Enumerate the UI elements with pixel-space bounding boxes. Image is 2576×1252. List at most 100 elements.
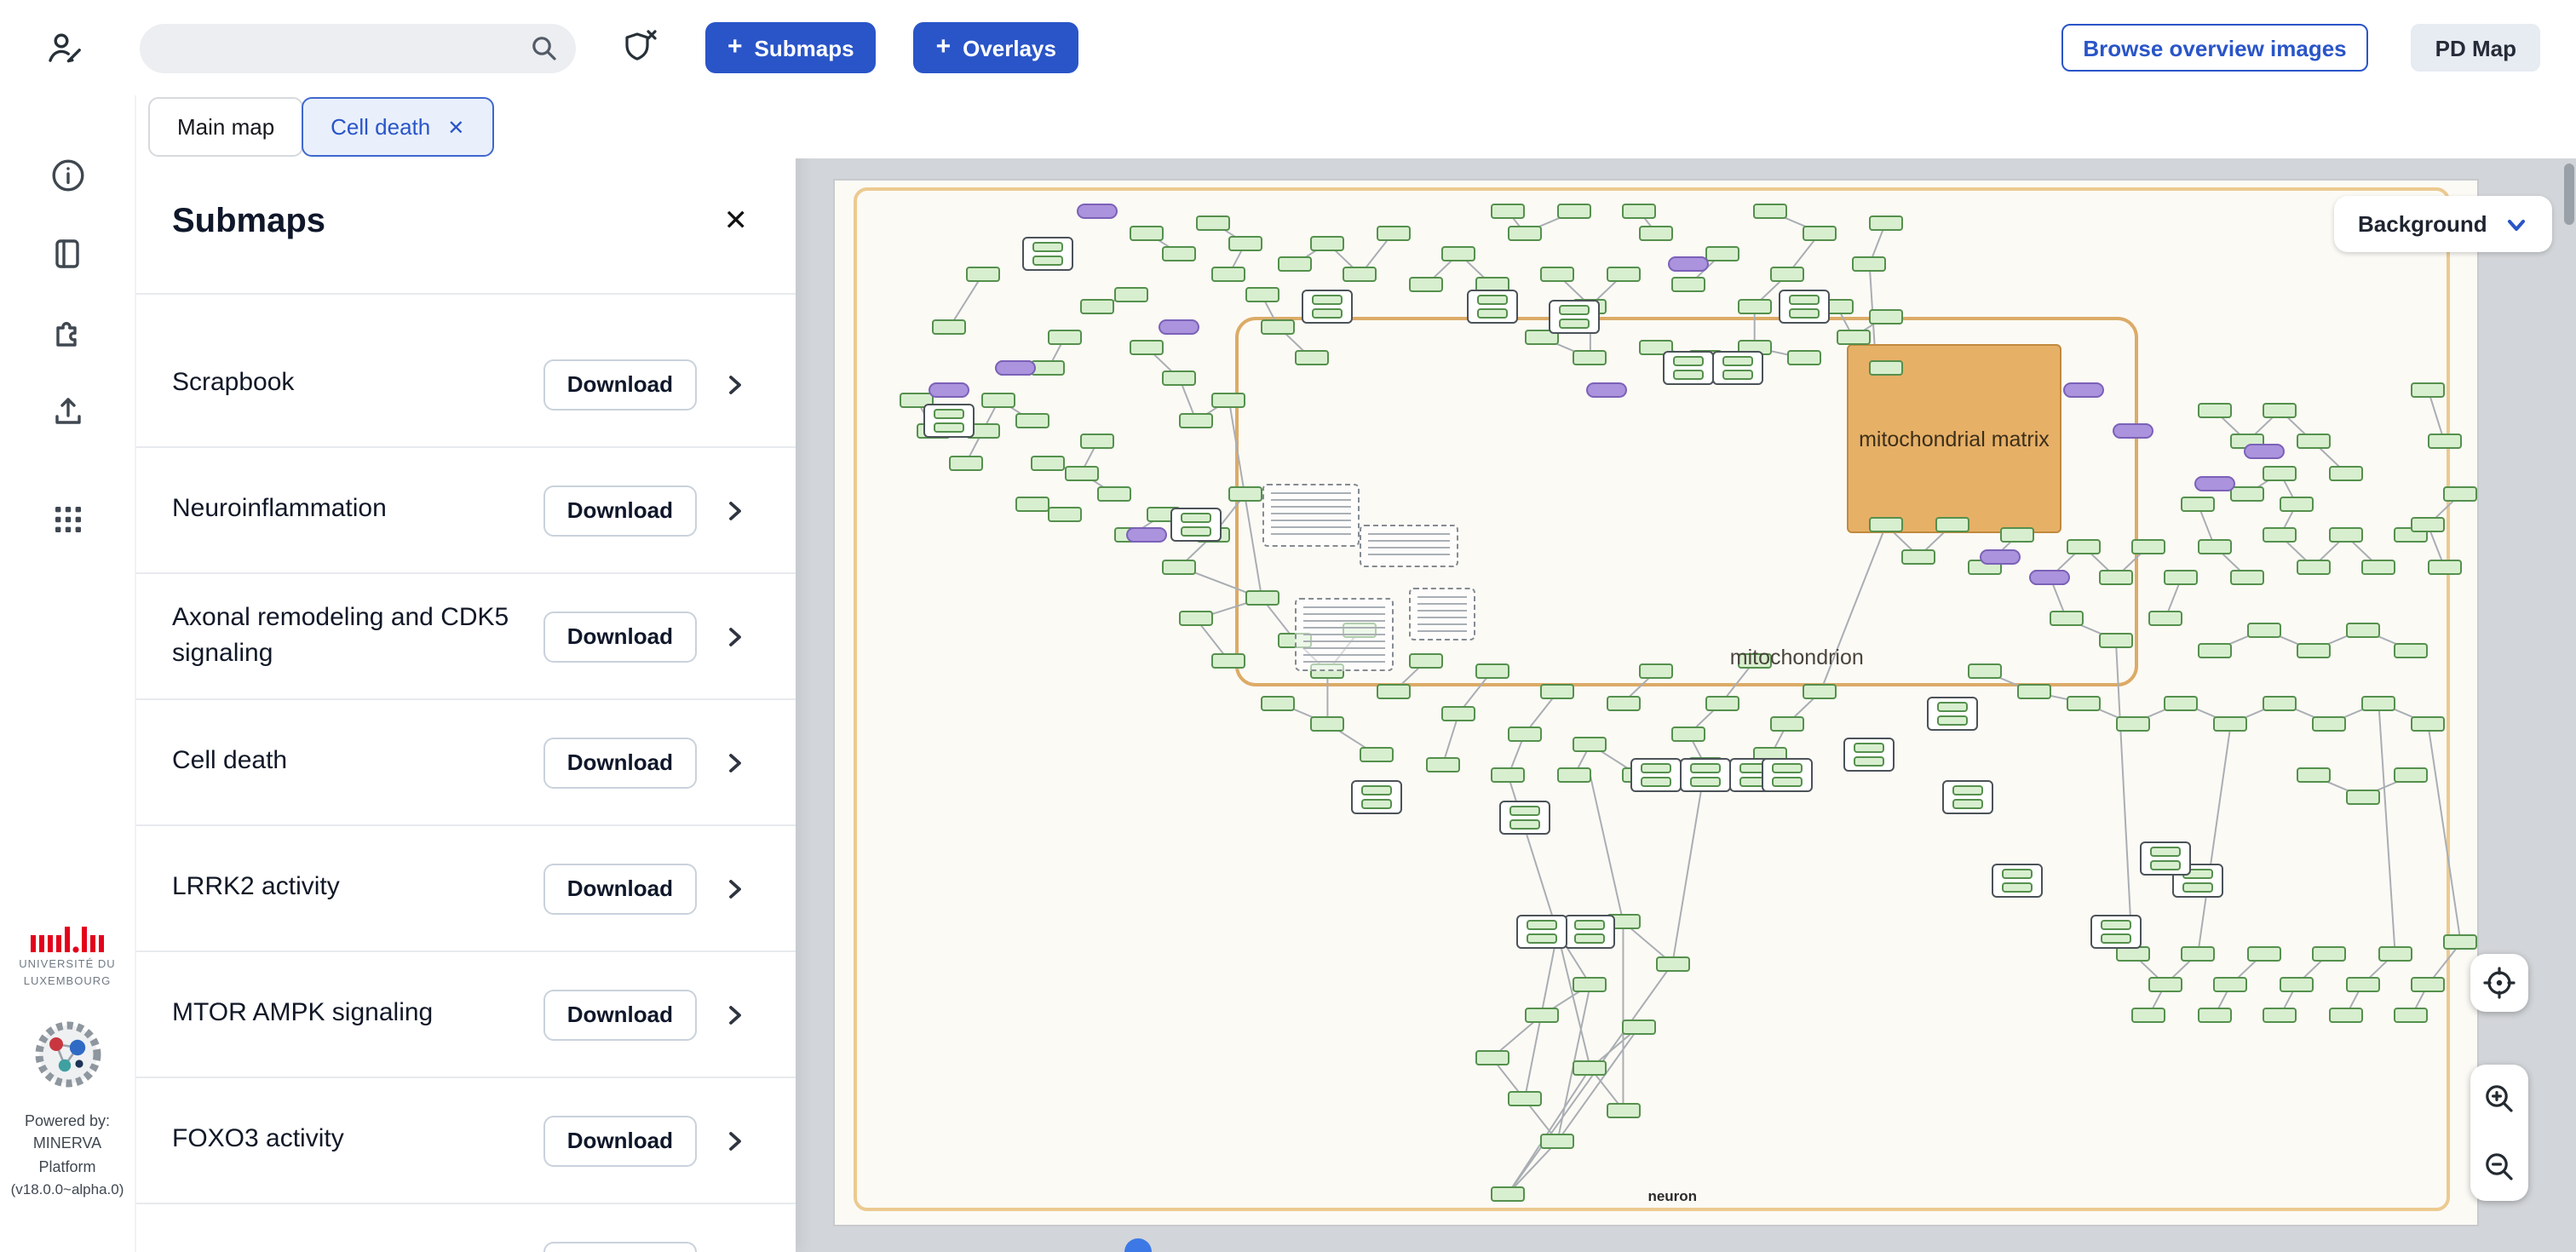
scrollbar-thumb[interactable] [2564, 164, 2574, 225]
species-node[interactable] [1671, 277, 1706, 293]
search-input[interactable] [140, 23, 576, 72]
complex-node[interactable] [1778, 289, 1830, 324]
species-node[interactable] [1015, 497, 1049, 513]
species-node[interactable] [1475, 663, 1509, 680]
species-node[interactable] [1162, 245, 1197, 261]
species-node[interactable] [2443, 934, 2478, 950]
complex-node[interactable] [1515, 915, 1567, 950]
species-node[interactable] [1310, 235, 1345, 251]
species-node[interactable] [1195, 215, 1230, 231]
plugins-button[interactable] [33, 298, 101, 366]
rna-node[interactable] [2062, 382, 2104, 398]
species-node[interactable] [1211, 392, 1246, 408]
species-node[interactable] [1310, 715, 1345, 732]
chevron-right-icon[interactable] [721, 497, 748, 524]
species-node[interactable] [2197, 642, 2232, 658]
species-node[interactable] [2427, 434, 2462, 450]
species-node[interactable] [2050, 611, 2084, 627]
species-node[interactable] [1047, 329, 1082, 345]
species-node[interactable] [1639, 225, 1673, 241]
species-node[interactable] [1409, 652, 1444, 669]
rna-node[interactable] [1586, 382, 1628, 398]
species-node[interactable] [1622, 1019, 1657, 1035]
background-dropdown[interactable]: Background [2334, 196, 2552, 252]
complex-node[interactable] [2090, 915, 2142, 950]
species-node[interactable] [1047, 507, 1082, 523]
species-node[interactable] [1376, 225, 1411, 241]
species-node[interactable] [2361, 695, 2396, 710]
species-node[interactable] [2230, 485, 2265, 502]
species-node[interactable] [1606, 695, 1641, 710]
species-node[interactable] [2345, 977, 2380, 992]
species-node[interactable] [1935, 517, 1969, 533]
complex-node[interactable] [1564, 915, 1616, 950]
species-node[interactable] [2066, 695, 2101, 710]
species-node[interactable] [1179, 412, 1214, 428]
species-node[interactable] [1540, 1133, 1575, 1149]
rna-node[interactable] [2029, 569, 2071, 585]
species-node[interactable] [1671, 726, 1706, 742]
species-node[interactable] [1803, 225, 1837, 241]
species-node[interactable] [2131, 1008, 2166, 1024]
species-node[interactable] [2181, 945, 2216, 962]
rna-node[interactable] [2194, 475, 2235, 491]
species-node[interactable] [1622, 204, 1657, 220]
species-node[interactable] [1475, 1049, 1509, 1065]
species-node[interactable] [2279, 497, 2314, 513]
species-node[interactable] [1524, 1008, 1559, 1024]
complex-node[interactable] [1992, 863, 2044, 898]
species-node[interactable] [2263, 402, 2297, 418]
overlays-button[interactable]: + Overlays [913, 22, 1078, 73]
species-node[interactable] [2427, 559, 2462, 575]
species-node[interactable] [1031, 455, 1066, 470]
species-node[interactable] [1770, 715, 1805, 732]
species-node[interactable] [1639, 340, 1673, 356]
species-node[interactable] [1540, 684, 1575, 700]
species-node[interactable] [2328, 1008, 2363, 1024]
species-node[interactable] [1705, 245, 1739, 261]
rna-node[interactable] [929, 382, 970, 398]
species-node[interactable] [2066, 538, 2101, 554]
legend-button[interactable] [33, 220, 101, 288]
tab-cell-death[interactable]: Cell death ✕ [302, 97, 494, 157]
species-node[interactable] [2230, 569, 2265, 585]
species-node[interactable] [1261, 319, 1296, 335]
species-node[interactable] [1228, 485, 1262, 502]
species-node[interactable] [2328, 465, 2363, 481]
privacy-shield-button[interactable] [613, 22, 664, 73]
species-node[interactable] [1409, 277, 1444, 293]
species-node[interactable] [2312, 715, 2347, 732]
species-node[interactable] [965, 267, 1000, 283]
complex-node[interactable] [1926, 696, 1978, 731]
rna-node[interactable] [1159, 319, 1200, 335]
species-node[interactable] [1868, 517, 1903, 533]
species-node[interactable] [1130, 225, 1164, 241]
complex-node[interactable] [1630, 758, 1682, 793]
species-node[interactable] [1441, 705, 1476, 721]
species-node[interactable] [1162, 370, 1197, 387]
complex-group-node[interactable] [1409, 588, 1475, 640]
complex-group-node[interactable] [1262, 483, 1360, 547]
species-node[interactable] [1031, 360, 1066, 376]
species-node[interactable] [1080, 434, 1115, 450]
download-button[interactable]: Download [543, 359, 697, 410]
species-node[interactable] [1852, 256, 1887, 273]
species-node[interactable] [2443, 485, 2478, 502]
species-node[interactable] [1705, 695, 1739, 710]
species-node[interactable] [2345, 622, 2380, 638]
species-node[interactable] [2263, 695, 2297, 710]
map-marker[interactable] [1124, 1238, 1152, 1252]
rna-node[interactable] [1077, 204, 1118, 220]
species-node[interactable] [2263, 465, 2297, 481]
species-node[interactable] [1343, 267, 1377, 283]
complex-group-node[interactable] [1360, 525, 1459, 567]
complex-group-node[interactable] [1294, 598, 1394, 672]
complex-node[interactable] [1302, 289, 1354, 324]
species-node[interactable] [2148, 977, 2182, 992]
species-node[interactable] [1277, 256, 1312, 273]
info-button[interactable] [33, 141, 101, 210]
species-node[interactable] [2131, 538, 2166, 554]
complex-node[interactable] [1170, 508, 1222, 543]
species-node[interactable] [2361, 559, 2396, 575]
complex-node[interactable] [1498, 800, 1550, 835]
